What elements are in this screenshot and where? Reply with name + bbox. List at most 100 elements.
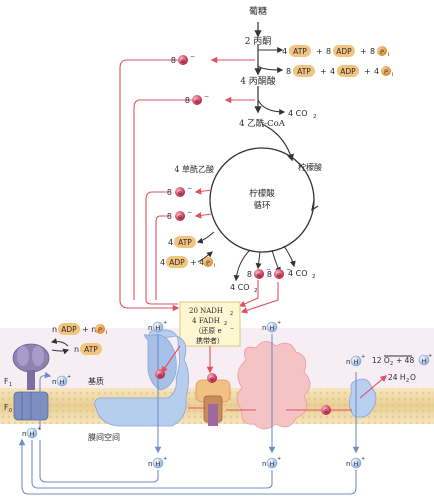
eq2-plus1: + — [320, 67, 327, 76]
proton-ball — [266, 321, 278, 333]
e1-sym: e — [181, 57, 185, 65]
proton-sup: + — [361, 456, 365, 462]
atp-pill — [289, 45, 311, 57]
e4-sym: e — [178, 213, 182, 221]
blue-return-line-2 — [31, 440, 273, 489]
arrow-cycle-adp — [197, 251, 213, 263]
complex-iii — [236, 341, 311, 430]
blue-return-line-1 — [18, 438, 357, 495]
red-arrow-e3 — [194, 188, 213, 195]
eq1-coef3: 8 — [370, 47, 375, 56]
cycle-adp-coef: 4 — [160, 258, 165, 267]
arrow-cycle-co2a — [233, 249, 251, 282]
red-line-pyruvate — [133, 99, 197, 300]
e4-sup: − — [187, 209, 192, 216]
red-line-glycolysis — [119, 59, 185, 300]
proton-h: H — [156, 324, 161, 332]
proton-sup: + — [163, 320, 167, 326]
cycle-adp-plus: + 4 — [190, 258, 204, 267]
arrow-cycle-e5 — [255, 251, 262, 270]
water-text: 24 H — [388, 373, 406, 382]
tca-cycle-direction-icon — [311, 199, 319, 212]
complex-i — [94, 329, 189, 427]
co2-sub: 2 — [313, 114, 317, 120]
eq1-p: P — [380, 48, 384, 56]
carrier-fadh: 4 FADH — [192, 317, 220, 325]
proton-n: n — [148, 460, 152, 468]
proton-sup: + — [67, 374, 71, 380]
cycle-p-sub: i — [214, 263, 216, 269]
arrow-cycle-e6 — [271, 249, 281, 274]
phosphate-ball — [381, 66, 391, 76]
complex-i-arm — [144, 334, 177, 391]
proton-h: H — [30, 430, 35, 438]
adp-pill — [337, 65, 359, 77]
f0-sub: 0 — [9, 408, 12, 414]
e6-sup: − — [286, 266, 291, 273]
carrier-reduced-sup: − — [230, 326, 234, 332]
e6-count: 8 — [267, 270, 272, 279]
phosphate-ball — [95, 324, 105, 334]
electron-ball — [192, 95, 202, 105]
proton-sup: + — [361, 354, 365, 360]
cycle-co2a-sub: 2 — [254, 288, 258, 294]
adp-pill — [333, 45, 355, 57]
e6-sym: e — [277, 271, 281, 279]
proton-ball — [152, 321, 164, 333]
proton-h: H — [354, 460, 359, 468]
e3-sym: e — [178, 189, 182, 197]
e1-sup: − — [190, 53, 195, 60]
eq2-sub: i — [392, 72, 394, 78]
atp-pill — [293, 65, 315, 77]
cycle-co2a: 4 CO — [230, 283, 250, 292]
eq2-plus2: + — [364, 67, 371, 76]
proton-sup: + — [277, 320, 281, 326]
cycle-co2b: 4 CO — [288, 269, 308, 278]
e3-sup: − — [187, 185, 192, 192]
matrix-label: 基质 — [88, 376, 104, 386]
proton-ball — [152, 457, 164, 469]
e5-count: 8 — [247, 270, 252, 279]
e2-sym: e — [195, 97, 199, 105]
e3-count: 8 — [167, 188, 172, 197]
red-arrow-cycle-carrier-1 — [238, 280, 259, 307]
electron-ball — [321, 405, 331, 415]
synth-p: P — [98, 326, 102, 334]
proton-n: n — [148, 324, 152, 332]
eq2-coef3: 4 — [374, 67, 379, 76]
electron-ball — [254, 269, 264, 279]
arrow-cycle-co2b — [283, 245, 296, 268]
red-arrow-carrier-complexI — [161, 345, 181, 374]
eq2-coef2: 4 — [330, 67, 335, 76]
red-line-to-carrier — [119, 299, 180, 312]
red-arrow-cycle-carrier-2 — [240, 282, 279, 314]
intermembrane-label: 膜间空间 — [88, 432, 120, 442]
atp-pill — [80, 343, 102, 355]
f0-label: F — [4, 403, 8, 412]
blue-return-line-3 — [39, 440, 159, 483]
proton-h: H — [270, 324, 275, 332]
synth-p-sub: i — [106, 330, 108, 336]
cycle-label-1: 柠檬酸 — [249, 188, 275, 199]
oxygen-plus: + 48 — [396, 356, 414, 365]
complex-ii — [195, 379, 231, 426]
eq1-plus2: + — [360, 47, 367, 56]
proton-n: n — [52, 378, 56, 386]
complex2-e-sym: e — [210, 375, 214, 383]
proton-group-ims-2: n H + — [262, 456, 281, 469]
eq1-atp: ATP — [293, 47, 307, 56]
proton-group-matrix: n H + — [52, 374, 71, 387]
electron-ball — [175, 187, 185, 197]
intermembrane-region — [0, 424, 434, 500]
arrow-co2-branch — [257, 99, 286, 115]
cycle-label-2: 循环 — [253, 200, 271, 211]
cycle-atp: ATP — [178, 238, 192, 247]
cycle-atp-coef: 4 — [168, 238, 173, 247]
synth-adp: ADP — [61, 325, 77, 334]
oxygen-h: H — [422, 357, 427, 365]
electron-ball — [178, 55, 188, 65]
blue-arrow-synthase-up — [39, 371, 52, 430]
eq2-p: P — [384, 68, 388, 76]
proton-h: H — [60, 378, 65, 386]
